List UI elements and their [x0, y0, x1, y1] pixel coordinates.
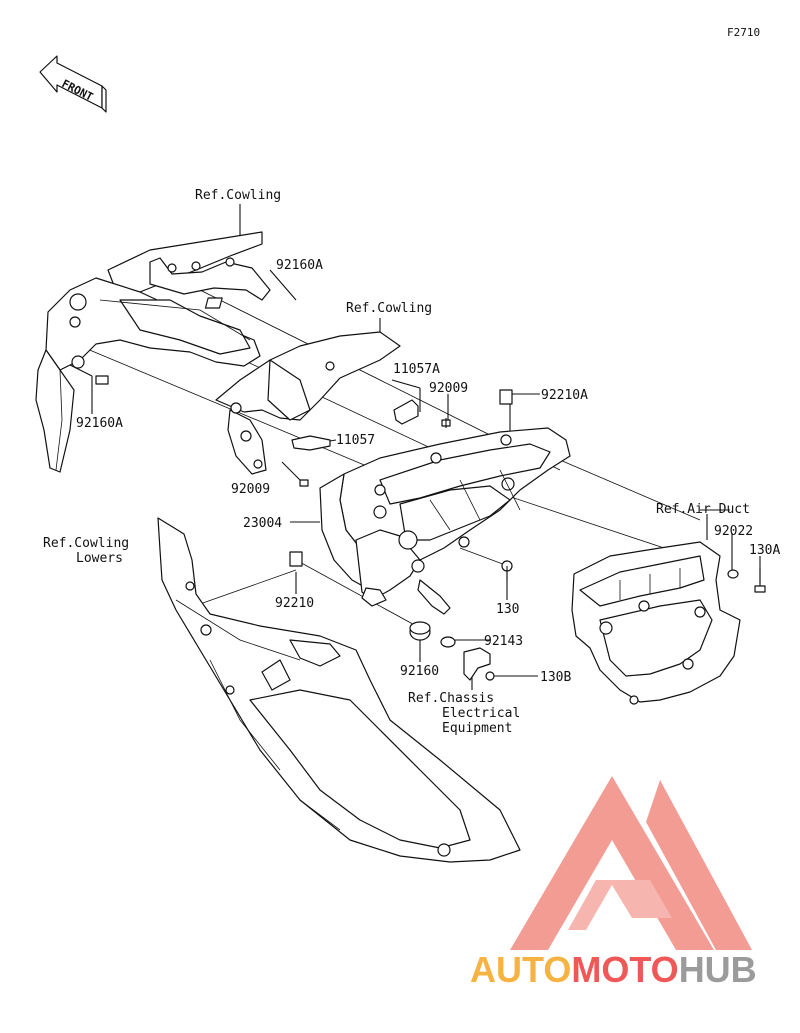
part-11057A — [393, 399, 419, 425]
label-92022: 92022 — [714, 524, 754, 539]
chassis-bracket — [463, 647, 491, 681]
watermark-logo — [510, 776, 752, 950]
label-92160A-left: 92160A — [76, 416, 123, 431]
figure-code: F2710 — [727, 26, 761, 39]
headlight-assembly — [319, 427, 571, 615]
label-92210A: 92210A — [541, 388, 588, 403]
label-92160A-top: 92160A — [276, 258, 323, 273]
part-92022 — [727, 569, 739, 579]
label-130B: 130B — [540, 670, 572, 685]
label-ref-chassis-2: Electrical — [442, 706, 521, 721]
label-11057: 11057 — [336, 433, 376, 448]
part-130B — [485, 671, 512, 681]
part-92009-left — [299, 479, 309, 487]
label-23004: 23004 — [243, 516, 283, 531]
label-ref-cowling-mid: Ref.Cowling — [346, 301, 433, 316]
part-11057 — [291, 435, 331, 451]
label-ref-chassis-3: Equipment — [442, 721, 513, 736]
part-92160A-top — [204, 297, 223, 309]
label-92009-top: 92009 — [429, 381, 469, 396]
label-ref-cowling-lowers-1: Ref.Cowling — [43, 536, 130, 551]
label-ref-chassis-1: Ref.Chassis — [408, 691, 495, 706]
label-92009-left: 92009 — [231, 482, 271, 497]
label-ref-air-duct: Ref.Air Duct — [656, 502, 750, 517]
label-11057A: 11057A — [393, 362, 440, 377]
part-130A — [754, 568, 766, 593]
watermark-hub: HUB — [678, 949, 757, 990]
part-92009-top — [441, 418, 451, 428]
label-ref-cowling-lowers-2: Lowers — [76, 551, 123, 566]
label-92210: 92210 — [275, 596, 315, 611]
watermark-moto: MOTO — [571, 949, 679, 990]
part-92160 — [409, 621, 431, 641]
air-duct — [571, 541, 741, 705]
part-130 — [501, 560, 513, 580]
label-92160: 92160 — [400, 664, 440, 679]
part-92143 — [440, 636, 456, 648]
watermark-auto: AUTO — [470, 949, 572, 990]
label-130A: 130A — [749, 543, 781, 558]
upper-inner-cowling — [35, 231, 271, 473]
label-130: 130 — [496, 602, 520, 617]
mid-inner-cowling — [215, 331, 401, 475]
watermark-wordmark: AUTOMOTOHUB — [470, 948, 796, 992]
front-arrow: FRONT — [39, 55, 107, 113]
part-92210A — [499, 389, 513, 405]
part-92160A-left — [95, 375, 109, 385]
lower-cowling — [157, 517, 521, 863]
label-92143: 92143 — [484, 634, 524, 649]
label-ref-cowling-top: Ref.Cowling — [195, 188, 282, 203]
part-92210 — [289, 551, 303, 567]
